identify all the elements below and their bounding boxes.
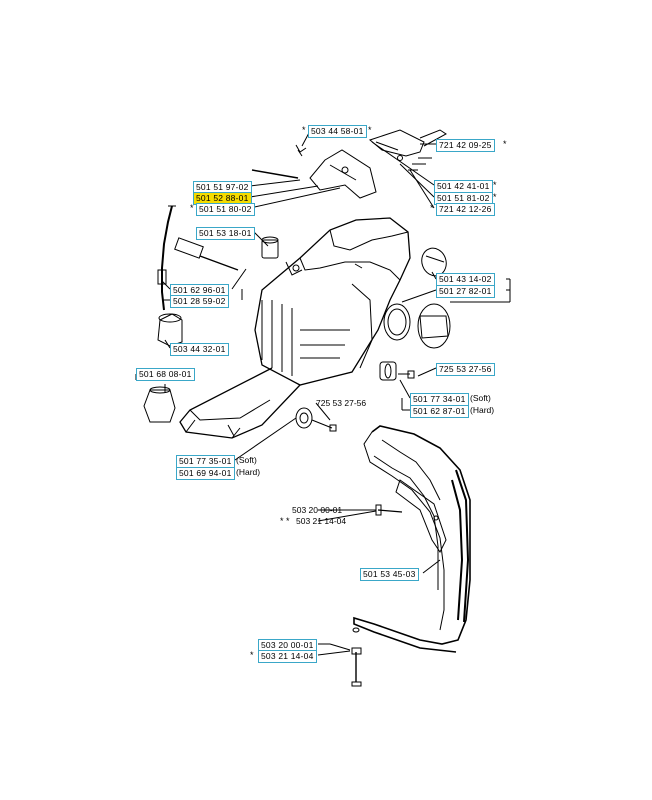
star-note: *	[503, 139, 507, 149]
front-handle-bar	[351, 425, 471, 687]
star-note: *	[190, 203, 194, 213]
part-number-label[interactable]: 501 62 87-01	[410, 405, 469, 418]
part-number-label[interactable]: 501 27 82-01	[436, 285, 495, 298]
fuel-line-parts	[157, 205, 239, 347]
part-number-label[interactable]: 501 69 94-01	[176, 467, 235, 480]
part-number-label[interactable]: 501 28 59-02	[170, 295, 229, 308]
star-note: *	[302, 125, 306, 135]
part-number-label[interactable]: 503 21 14-04	[258, 650, 317, 663]
star-note: *	[493, 192, 497, 202]
star-note: *	[250, 650, 254, 660]
part-number-label[interactable]: 503 44 58-01	[308, 125, 367, 138]
throttle-assembly	[251, 129, 447, 199]
hard-note: (Hard)	[470, 405, 495, 415]
part-number-label[interactable]: 501 53 45-03	[360, 568, 419, 581]
soft-note: (Soft)	[470, 393, 491, 403]
part-number-label[interactable]: 721 42 12-26	[436, 203, 495, 216]
bushing-parts	[143, 236, 415, 432]
tank-cap	[383, 247, 451, 349]
part-number-label[interactable]: 501 68 08-01	[136, 368, 195, 381]
part-number-text: 503 20 00-01	[292, 505, 343, 515]
leader-lines	[135, 130, 511, 656]
double-star-note: * *	[280, 516, 290, 526]
star-note: *	[493, 180, 497, 190]
star-note: *	[368, 125, 372, 135]
part-number-label[interactable]: 501 51 80-02	[196, 203, 255, 216]
part-number-text: 503 21 14-04	[296, 516, 347, 526]
rear-handle	[179, 367, 301, 439]
part-number-label[interactable]: 721 42 09-25	[436, 139, 495, 152]
part-number-label[interactable]: 725 53 27-56	[436, 363, 495, 376]
star-note: *	[430, 203, 434, 213]
hard-note: (Hard)	[236, 467, 261, 477]
part-number-text: 725 53 27-56	[316, 398, 367, 408]
soft-note: (Soft)	[236, 455, 257, 465]
part-number-label[interactable]: 501 53 18-01	[196, 227, 255, 240]
saw-housing	[254, 217, 411, 386]
part-number-label[interactable]: 503 44 32-01	[170, 343, 229, 356]
